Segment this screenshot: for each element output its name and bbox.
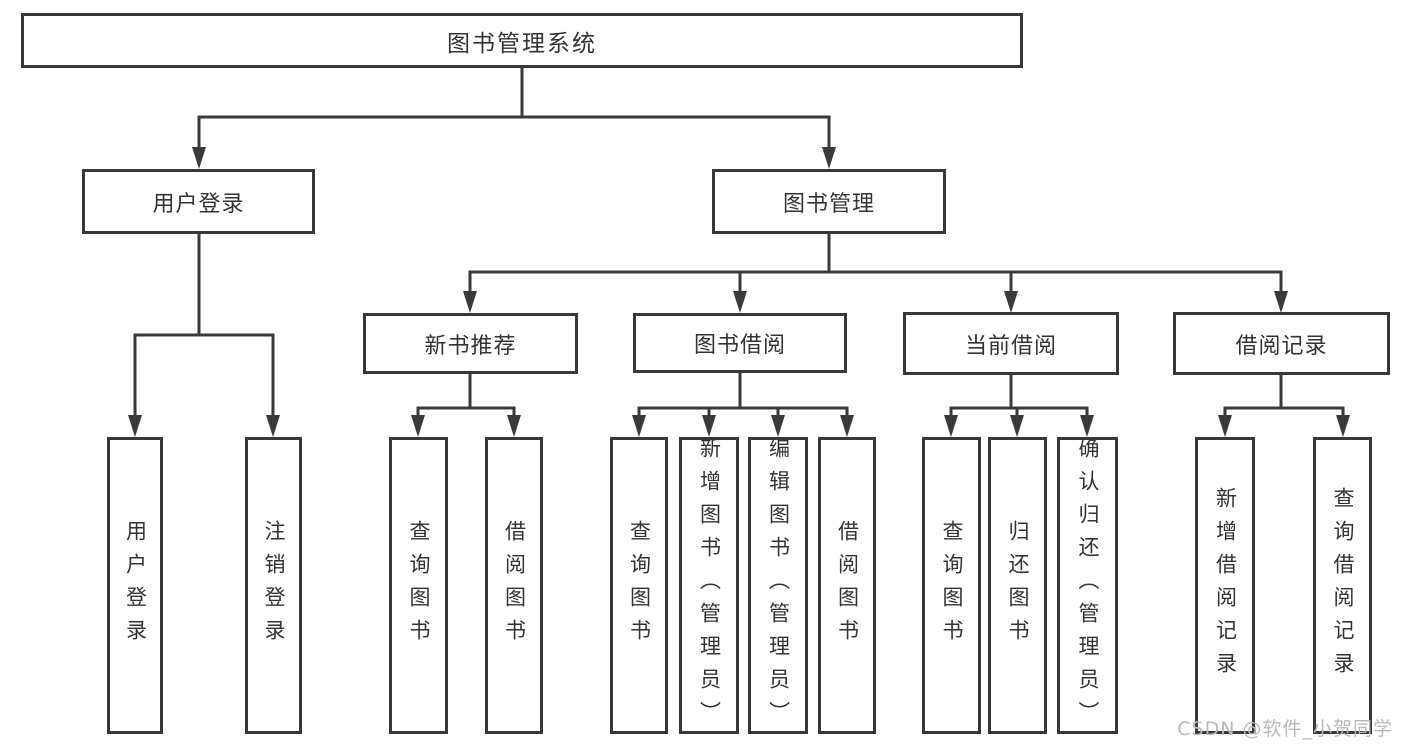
leaf-label: 归还图书 xyxy=(1006,519,1031,652)
node-leaf-user-login: 用户登录 xyxy=(107,437,163,734)
leaf-label: 借阅图书 xyxy=(502,519,527,652)
leaf-label: 新增借阅记录 xyxy=(1213,486,1238,685)
connector-user-login-to-children xyxy=(128,232,280,437)
node-leaf-current-query: 查询图书 xyxy=(922,437,981,734)
leaf-label: 查询借阅记录 xyxy=(1331,486,1356,685)
node-root: 图书管理系统 xyxy=(21,13,1023,68)
leaf-label: 注销登录 xyxy=(262,519,287,652)
node-leaf-borrow-query: 查询图书 xyxy=(610,437,668,734)
node-leaf-borrow-book: 借阅图书 xyxy=(818,437,876,734)
node-leaf-borrow-add-book: 新增图书（管理员） xyxy=(679,437,739,734)
node-current-borrow: 当前借阅 xyxy=(903,312,1119,375)
connector-book-borrow-to-children xyxy=(632,371,854,437)
connector-root-to-level2 xyxy=(192,66,836,169)
node-leaf-confirm-return: 确认归还（管理员） xyxy=(1057,437,1118,734)
node-book-borrow: 图书借阅 xyxy=(633,313,847,373)
node-leaf-return-book: 归还图书 xyxy=(988,437,1047,734)
leaf-label: 查询图书 xyxy=(627,519,652,652)
node-leaf-newbooks-query: 查询图书 xyxy=(389,437,448,734)
leaf-label: 查询图书 xyxy=(940,519,965,652)
node-user-login: 用户登录 xyxy=(82,169,315,234)
connector-borrow-records-to-children xyxy=(1218,373,1350,437)
node-leaf-borrow-edit-book: 编辑图书（管理员） xyxy=(748,437,808,734)
node-leaf-add-record: 新增借阅记录 xyxy=(1195,437,1255,734)
leaf-label: 借阅图书 xyxy=(835,519,860,652)
node-book-management: 图书管理 xyxy=(712,169,946,234)
connector-current-borrow-to-children xyxy=(944,373,1094,437)
leaf-label: 用户登录 xyxy=(123,519,148,652)
connector-book-mgmt-to-level3 xyxy=(463,232,1288,313)
connector-new-books-to-children xyxy=(411,372,521,437)
node-leaf-newbooks-borrow: 借阅图书 xyxy=(485,437,543,734)
leaf-label: 确认归还（管理员） xyxy=(1076,437,1101,734)
watermark: CSDN @软件_小贺同学 xyxy=(1177,718,1393,740)
node-borrow-records: 借阅记录 xyxy=(1173,312,1390,375)
leaf-label: 查询图书 xyxy=(407,519,432,652)
node-leaf-query-record: 查询借阅记录 xyxy=(1313,437,1372,734)
leaf-label: 新增图书（管理员） xyxy=(697,437,722,734)
node-leaf-logout: 注销登录 xyxy=(245,437,302,734)
leaf-label: 编辑图书（管理员） xyxy=(766,437,791,734)
node-new-book-recommend: 新书推荐 xyxy=(363,313,578,374)
